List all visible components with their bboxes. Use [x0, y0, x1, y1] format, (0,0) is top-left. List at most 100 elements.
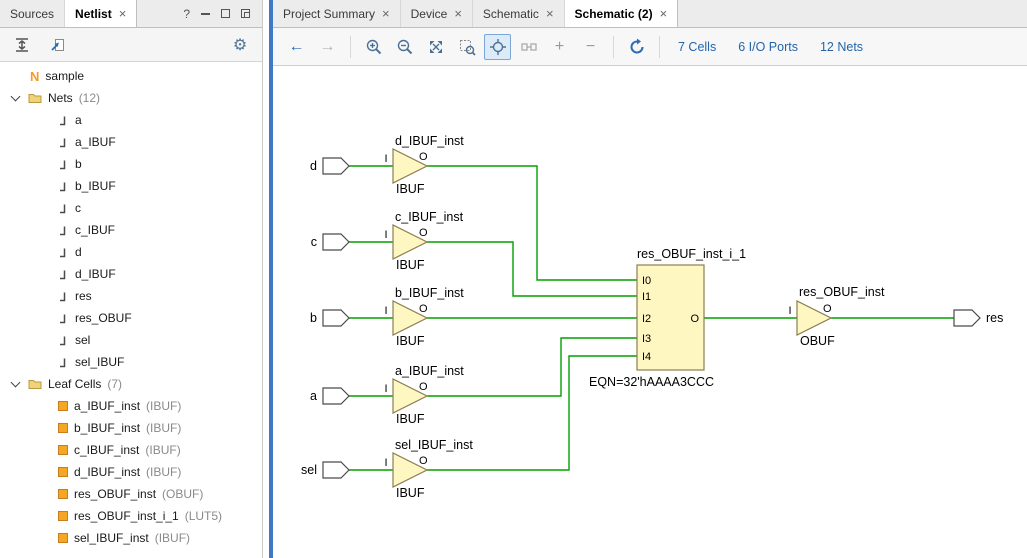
- svg-text:b_IBUF_inst: b_IBUF_inst: [395, 286, 464, 300]
- net-icon: [58, 159, 69, 170]
- chevron-down-icon[interactable]: [11, 92, 21, 102]
- tab-netlist[interactable]: Netlist ×: [65, 0, 137, 27]
- expand-cone-button[interactable]: [515, 34, 542, 60]
- chevron-down-icon[interactable]: [11, 378, 21, 388]
- svg-text:sel_IBUF_inst: sel_IBUF_inst: [395, 438, 473, 452]
- tree-cell-item[interactable]: res_OBUF_inst (OBUF): [0, 483, 262, 505]
- autofit-selection-icon: [489, 38, 507, 56]
- output-port-res[interactable]: res: [954, 310, 1003, 326]
- zoom-fit-button[interactable]: [422, 34, 449, 60]
- net-icon: [58, 313, 69, 324]
- net-icon: [58, 357, 69, 368]
- tab-sources[interactable]: Sources: [0, 0, 65, 27]
- netlist-tree: N sample Nets (12) a a_IBUF b: [0, 62, 262, 558]
- io-ports-count-link[interactable]: 6 I/O Ports: [738, 40, 798, 54]
- close-icon[interactable]: ×: [119, 6, 127, 21]
- cell-name: d_IBUF_inst: [74, 465, 140, 479]
- input-port-b[interactable]: b: [310, 310, 349, 326]
- cell-type: (OBUF): [162, 487, 203, 501]
- float-icon[interactable]: [201, 13, 210, 15]
- tab-schematic-2[interactable]: Schematic (2) ×: [565, 0, 679, 27]
- minus-icon: −: [586, 39, 595, 55]
- net-label: c: [75, 201, 81, 215]
- forward-button[interactable]: →: [314, 34, 341, 60]
- tree-net-item[interactable]: res_OBUF: [0, 307, 262, 329]
- ibuf-a-instance[interactable]: a_IBUF_inst I O IBUF: [384, 364, 464, 426]
- editor-tabbar: Project Summary × Device × Schematic × S…: [273, 0, 1027, 28]
- maximize-icon[interactable]: [221, 9, 230, 18]
- tree-group-leaf-cells[interactable]: Leaf Cells (7): [0, 373, 262, 395]
- svg-text:sel: sel: [301, 463, 317, 477]
- svg-text:I: I: [384, 153, 387, 165]
- tree-net-item[interactable]: b_IBUF: [0, 175, 262, 197]
- tree-net-item[interactable]: sel_IBUF: [0, 351, 262, 373]
- remove-from-schematic-button[interactable]: −: [577, 34, 604, 60]
- tree-net-item[interactable]: sel: [0, 329, 262, 351]
- tree-net-item[interactable]: d: [0, 241, 262, 263]
- tree-root-label: sample: [45, 69, 84, 83]
- netlist-toolbar: ⚙: [0, 28, 262, 62]
- tree-net-item[interactable]: res: [0, 285, 262, 307]
- net-label: a_IBUF: [75, 135, 116, 149]
- tree-cell-item[interactable]: sel_IBUF_inst (IBUF): [0, 527, 262, 549]
- nets-count-link[interactable]: 12 Nets: [820, 40, 863, 54]
- tree-net-item[interactable]: a_IBUF: [0, 131, 262, 153]
- tree-cell-item[interactable]: a_IBUF_inst (IBUF): [0, 395, 262, 417]
- tab-project-summary[interactable]: Project Summary ×: [273, 0, 401, 27]
- ibuf-sel-instance[interactable]: sel_IBUF_inst I O IBUF: [384, 438, 473, 500]
- tree-cell-item[interactable]: b_IBUF_inst (IBUF): [0, 417, 262, 439]
- tree-cell-item[interactable]: res_OBUF_inst_i_1 (LUT5): [0, 505, 262, 527]
- restore-icon[interactable]: [241, 9, 250, 18]
- tree-cell-item[interactable]: c_IBUF_inst (IBUF): [0, 439, 262, 461]
- close-icon[interactable]: ×: [546, 6, 554, 21]
- net-icon: [58, 291, 69, 302]
- autofit-selection-button[interactable]: [484, 34, 511, 60]
- tree-net-item[interactable]: a: [0, 109, 262, 131]
- input-port-a[interactable]: a: [310, 388, 349, 404]
- tab-label: Schematic: [483, 7, 539, 21]
- settings-button[interactable]: ⚙: [230, 35, 250, 55]
- ibuf-b-instance[interactable]: b_IBUF_inst I O IBUF: [384, 286, 464, 348]
- cell-type: (IBUF): [146, 465, 181, 479]
- tree-net-item[interactable]: c: [0, 197, 262, 219]
- close-icon[interactable]: ×: [454, 6, 462, 21]
- input-port-d[interactable]: d: [310, 158, 349, 174]
- zoom-selection-icon: [458, 38, 476, 56]
- cell-icon: [58, 511, 68, 521]
- tree-root-sample[interactable]: N sample: [0, 65, 262, 87]
- cells-count-link[interactable]: 7 Cells: [678, 40, 716, 54]
- tree-net-item[interactable]: d_IBUF: [0, 263, 262, 285]
- obuf-instance[interactable]: res_OBUF_inst I O OBUF: [788, 285, 885, 348]
- svg-text:O: O: [419, 381, 428, 393]
- net-label: sel: [75, 333, 90, 347]
- schematic-canvas[interactable]: d c b a sel: [273, 66, 1026, 556]
- svg-text:O: O: [823, 303, 832, 315]
- close-icon[interactable]: ×: [382, 6, 390, 21]
- tab-schematic[interactable]: Schematic ×: [473, 0, 565, 27]
- zoom-in-button[interactable]: [360, 34, 387, 60]
- help-icon[interactable]: ?: [183, 7, 190, 21]
- tree-net-item[interactable]: b: [0, 153, 262, 175]
- tree-group-count: (12): [79, 91, 100, 105]
- tree-group-nets[interactable]: Nets (12): [0, 87, 262, 109]
- zoom-out-button[interactable]: [391, 34, 418, 60]
- regenerate-button[interactable]: [623, 34, 650, 60]
- add-to-schematic-button[interactable]: +: [546, 34, 573, 60]
- schematic-panel: Project Summary × Device × Schematic × S…: [273, 0, 1027, 558]
- ibuf-d-instance[interactable]: d_IBUF_inst I O IBUF: [384, 134, 464, 196]
- locate-selected-button[interactable]: [48, 35, 68, 55]
- ibuf-c-instance[interactable]: c_IBUF_inst I O IBUF: [384, 210, 463, 272]
- close-icon[interactable]: ×: [660, 6, 668, 21]
- tab-device[interactable]: Device ×: [401, 0, 473, 27]
- back-button[interactable]: ←: [283, 34, 310, 60]
- zoom-in-icon: [365, 38, 383, 56]
- schematic-viewport[interactable]: d c b a sel: [273, 66, 1027, 558]
- tree-net-item[interactable]: c_IBUF: [0, 219, 262, 241]
- input-port-c[interactable]: c: [311, 234, 349, 250]
- net-icon: [58, 181, 69, 192]
- zoom-selection-button[interactable]: [453, 34, 480, 60]
- input-port-sel[interactable]: sel: [301, 462, 349, 478]
- collapse-all-button[interactable]: [12, 35, 32, 55]
- svg-text:O: O: [419, 227, 428, 239]
- tree-cell-item[interactable]: d_IBUF_inst (IBUF): [0, 461, 262, 483]
